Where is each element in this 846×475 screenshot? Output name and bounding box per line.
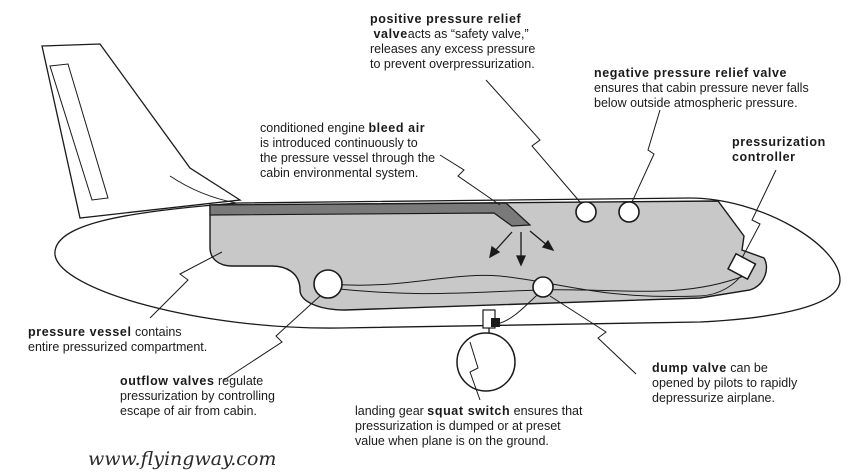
outflow-valve	[313, 269, 343, 299]
squat-switch-body	[491, 318, 500, 327]
bleed-air-duct	[209, 202, 532, 227]
watermark: www.flyingway.com	[88, 448, 277, 470]
label-dump-valve: dump valve can be opened by pilots to ra…	[652, 361, 798, 405]
label-outflow-valves: outflow valves regulate pressurization b…	[120, 374, 275, 418]
label-negative-pressure-relief: negative pressure relief valve ensures t…	[594, 66, 809, 110]
dump-valve	[532, 276, 554, 298]
leader-squat-switch	[469, 341, 481, 401]
leader-controller	[741, 169, 777, 259]
tail-fin	[41, 43, 242, 219]
leader-dump-valve	[549, 295, 637, 375]
label-squat-switch: landing gear squat switch ensures that p…	[355, 404, 583, 448]
leader-positive-relief	[485, 79, 581, 203]
landing-gear-wheel	[456, 332, 516, 392]
tail-fin-root	[169, 175, 237, 204]
leader-bleed-air	[439, 154, 501, 206]
pressure-vessel	[209, 200, 768, 311]
airflow-arrows	[489, 230, 555, 267]
negative-pressure-relief-valve	[618, 201, 640, 223]
tail-fin-inner	[49, 63, 109, 201]
leader-pressure-vessel	[149, 251, 223, 319]
label-pressurization-controller: pressurization controller	[732, 135, 826, 164]
leader-outflow	[223, 295, 321, 381]
label-bleed-air: conditioned engine bleed air is introduc…	[260, 121, 436, 180]
leader-lines	[149, 79, 777, 401]
label-pressure-vessel: pressure vessel contains entire pressuri…	[28, 325, 208, 354]
positive-pressure-relief-valve	[575, 201, 597, 223]
label-positive-pressure-relief: positive pressure relief valveacts as “s…	[370, 12, 536, 71]
pressurization-controller	[727, 252, 757, 281]
leader-negative-relief	[631, 109, 661, 203]
